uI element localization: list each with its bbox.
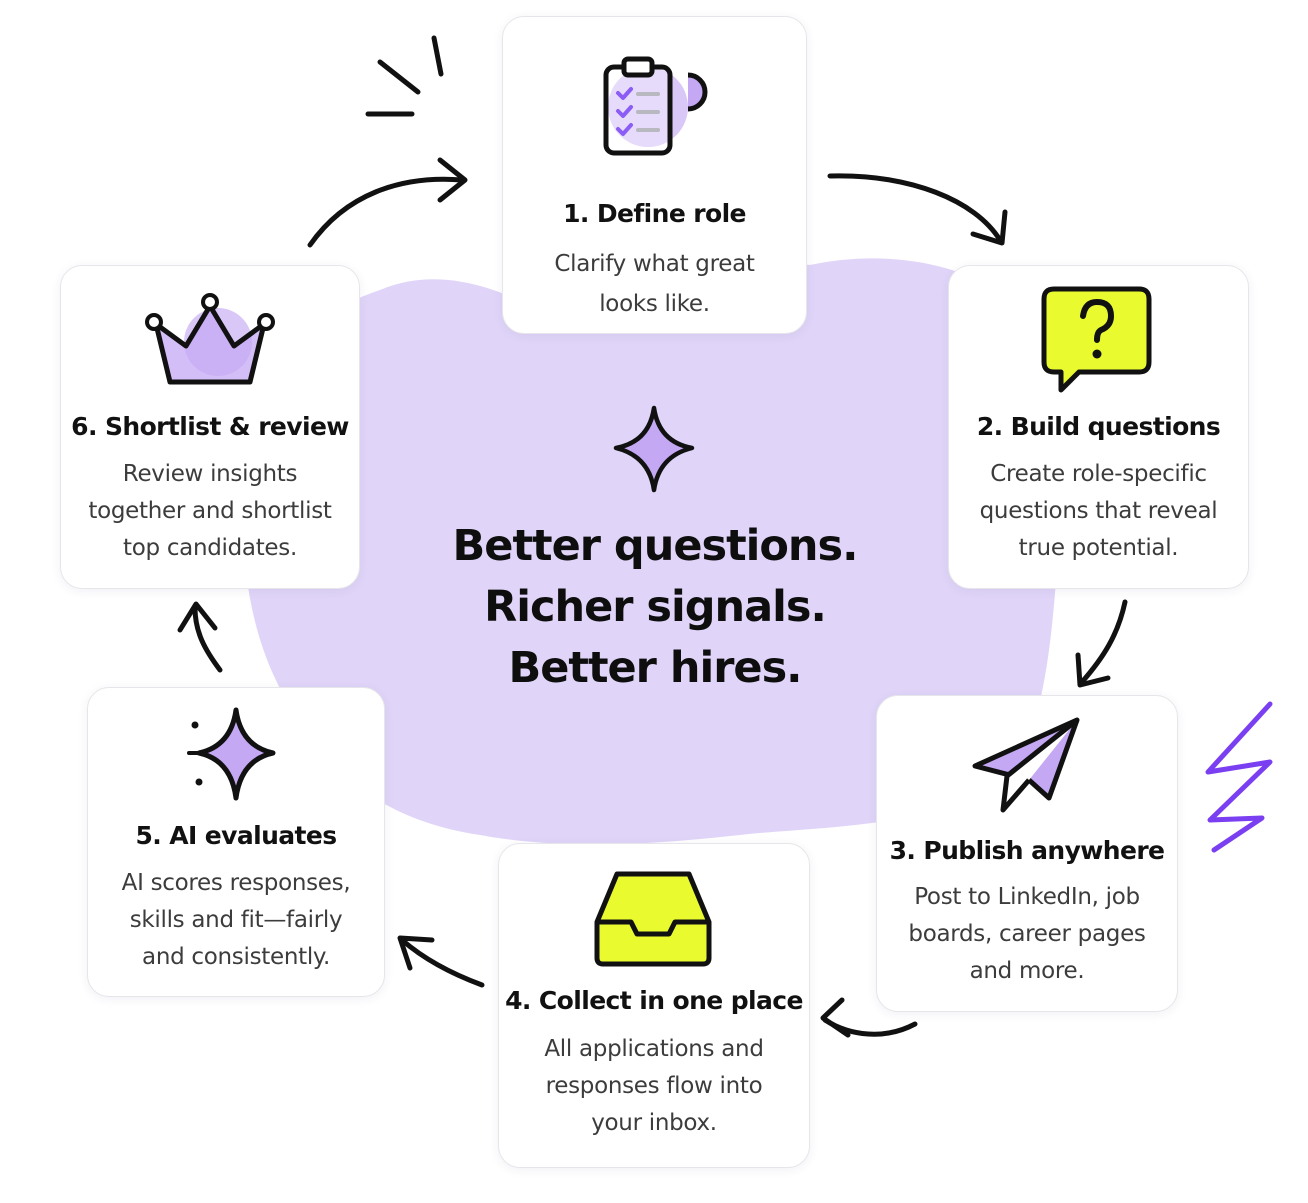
step-description: Post to LinkedIn, job boards, career pag… (908, 884, 1146, 984)
headline-line: Richer signals. (484, 582, 827, 632)
step-description: Review insights together and shortlist t… (88, 461, 332, 561)
step-description: Create role-specific questions that reve… (979, 461, 1218, 561)
step-title: 6. Shortlist & review (71, 412, 349, 441)
paper-plane-icon (967, 716, 1087, 820)
step-card-define-role: 1. Define role Clarify what great looks … (502, 16, 807, 334)
headline-line: Better hires. (508, 643, 802, 693)
step-card-ai-evaluates: 5. AI evaluates AI scores responses, ski… (87, 687, 385, 997)
step-card-collect-in-one-place: 4. Collect in one place All applications… (498, 843, 810, 1168)
center-headline: Better questions. Richer signals. Better… (380, 516, 930, 699)
crown-icon (140, 284, 280, 398)
clipboard-checklist-icon (590, 55, 720, 179)
step-title: 3. Publish anywhere (889, 836, 1165, 865)
step-description: AI scores responses, skills and fit—fair… (121, 870, 351, 970)
step-title: 4. Collect in one place (505, 986, 803, 1015)
headline-line: Better questions. (452, 521, 859, 571)
step-title: 2. Build questions (976, 412, 1221, 441)
step-description: All applications and responses flow into… (544, 1036, 764, 1136)
sparkle-icon (181, 698, 291, 812)
inbox-tray-icon (589, 866, 719, 975)
question-bubble-icon (1039, 284, 1159, 403)
step-title: 5. AI evaluates (135, 821, 337, 850)
step-description: Clarify what great looks like. (554, 251, 755, 317)
step-title: 1. Define role (563, 199, 746, 228)
sparkle-icon (612, 404, 696, 498)
step-card-publish-anywhere: 3. Publish anywhere Post to LinkedIn, jo… (876, 695, 1178, 1012)
step-card-build-questions: 2. Build questions Create role-specific … (948, 265, 1249, 589)
step-card-shortlist-review: 6. Shortlist & review Review insights to… (60, 265, 360, 589)
